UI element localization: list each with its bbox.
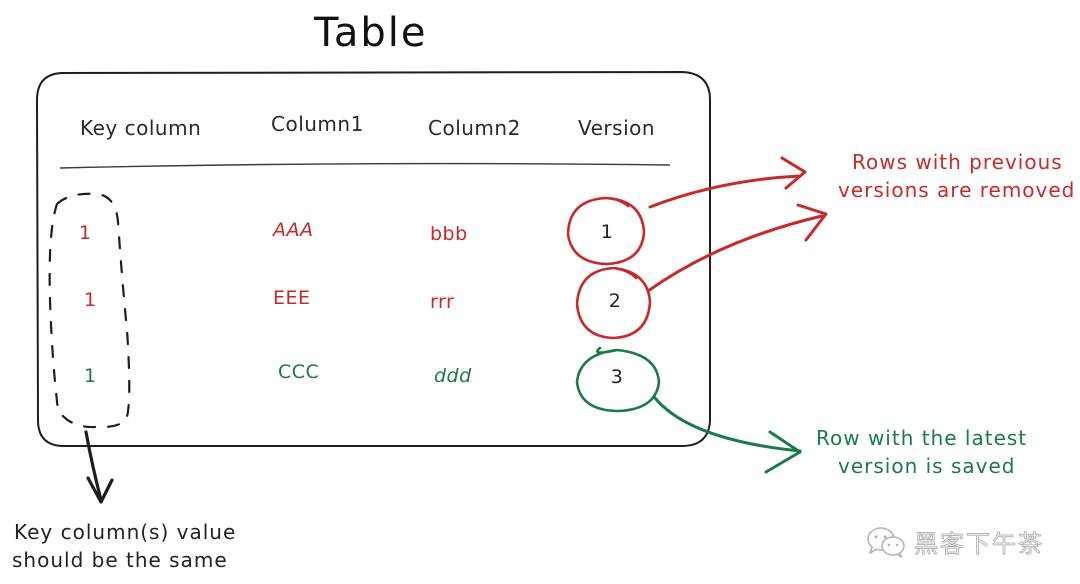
- row-1-column1: AAA: [273, 219, 314, 241]
- removed-note-line1: Rows with previous: [852, 150, 1063, 174]
- row-1-version: 1: [600, 221, 614, 243]
- header-version: Version: [578, 116, 656, 140]
- wechat-icon: [867, 526, 905, 558]
- removed-arrow-2-head: [796, 203, 828, 242]
- key-column-group: [48, 192, 131, 429]
- row-3-version: 3: [610, 366, 624, 388]
- removed-arrow-1-head: [780, 156, 807, 190]
- header-divider: [59, 162, 671, 169]
- header-column1: Column1: [271, 112, 364, 136]
- row-2-column2: rrr: [430, 291, 455, 313]
- key-note-line1: Key column(s) value: [14, 520, 237, 544]
- row-3-key: 1: [84, 365, 97, 387]
- saved-note-line1: Row with the latest: [816, 426, 1028, 450]
- row-2-key: 1: [84, 289, 97, 311]
- key-note-arrowhead: [86, 476, 114, 504]
- row-2-version: 2: [608, 290, 622, 312]
- removed-arrow-1: [648, 174, 802, 209]
- saved-note-line2: version is saved: [838, 454, 1016, 478]
- key-note-line2: should be the same: [12, 548, 228, 572]
- version-circle-2: [575, 266, 652, 340]
- removed-note-line2: versions are removed: [838, 178, 1076, 202]
- row-1-key: 1: [79, 222, 92, 244]
- removed-arrow-2: [646, 214, 824, 293]
- watermark: 黑客下午茶: [866, 524, 1044, 559]
- header-key-column: Key column: [80, 116, 202, 140]
- row-2-column1: EEE: [273, 287, 311, 309]
- saved-arrow: [653, 396, 802, 453]
- watermark-text: 黑客下午茶: [914, 530, 1044, 559]
- key-note-arrow: [84, 430, 103, 502]
- table-border: [36, 71, 711, 447]
- row-1-column2: bbb: [430, 223, 468, 245]
- diagram-title: Table: [314, 10, 428, 56]
- version-circle-1: [566, 196, 646, 266]
- header-column2: Column2: [428, 116, 521, 140]
- row-3-column2: ddd: [434, 365, 472, 387]
- row-3-column1: CCC: [278, 361, 320, 383]
- saved-arrow-head: [764, 430, 802, 474]
- version-circle-3: [575, 346, 661, 413]
